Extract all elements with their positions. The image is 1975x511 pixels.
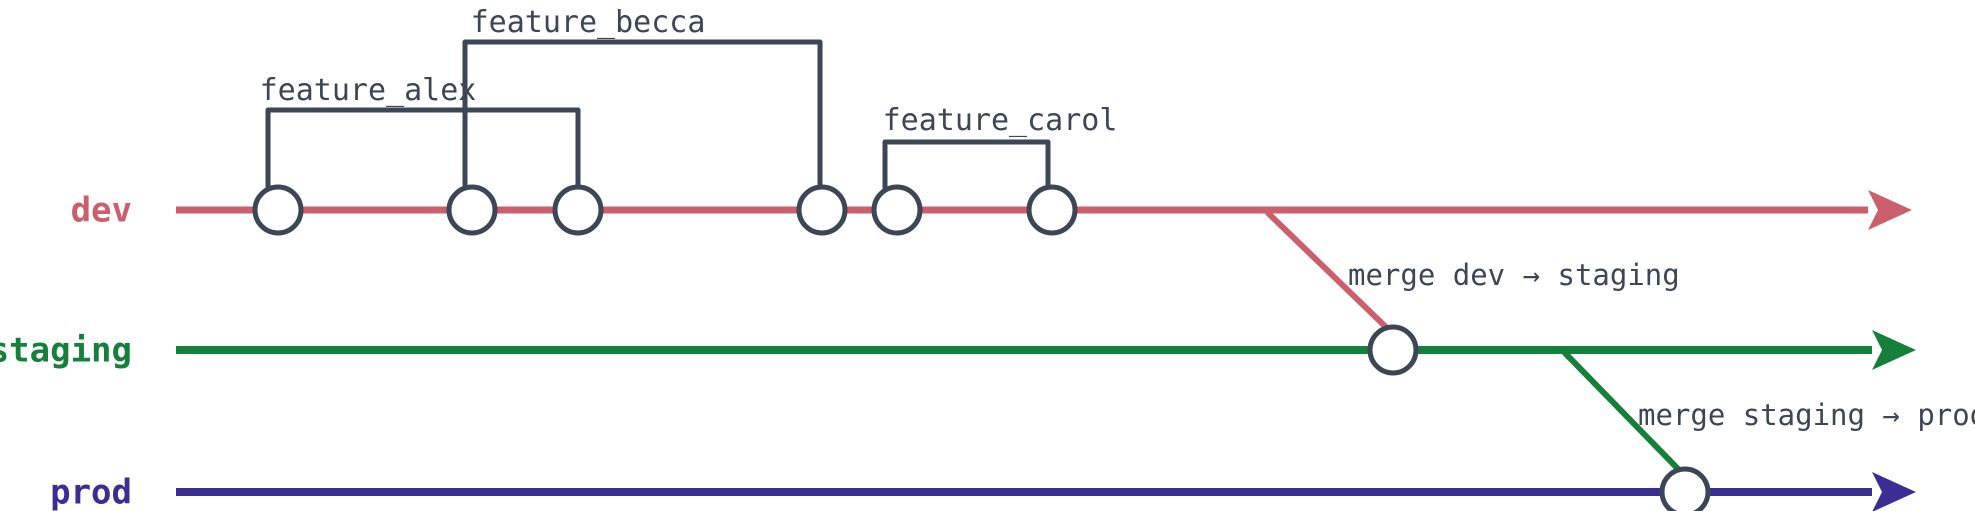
commit-node-dev-c2[interactable] bbox=[446, 184, 498, 236]
merge-edge-merge-staging-prod: merge staging → prod bbox=[1562, 350, 1975, 475]
merge-label-dev-to-staging: merge dev → staging bbox=[1348, 258, 1680, 292]
feature-label-feature_carol: feature_carol bbox=[883, 103, 1118, 138]
commit-node-dev-c6[interactable] bbox=[1026, 184, 1078, 236]
branch-label-prod: prod bbox=[50, 473, 132, 511]
merge-line-staging-to-prod bbox=[1562, 350, 1684, 475]
branch-arrowhead-prod bbox=[1872, 472, 1916, 511]
branch-label-dev: dev bbox=[71, 191, 132, 231]
feature-label-feature_becca: feature_becca bbox=[471, 5, 706, 40]
commit-node-dev-c3[interactable] bbox=[552, 184, 604, 236]
feature-branch-feature_carol: feature_carol bbox=[882, 103, 1118, 191]
feature-branch-feature_alex: feature_alex bbox=[260, 73, 581, 191]
branch-lane-dev: dev bbox=[71, 190, 1912, 231]
feature-bracket-feature_alex bbox=[265, 107, 581, 191]
feature-label-feature_alex: feature_alex bbox=[260, 73, 477, 108]
branch-lane-staging: staging bbox=[0, 330, 1916, 371]
merge-edge-merge-dev-staging: merge dev → staging bbox=[1265, 210, 1680, 333]
branch-arrowhead-staging bbox=[1872, 330, 1916, 370]
feature-bracket-feature_carol bbox=[882, 139, 1051, 191]
branch-lane-prod: prod bbox=[50, 472, 1916, 511]
branch-label-staging: staging bbox=[0, 331, 132, 371]
feature-branch-feature_becca: feature_becca bbox=[462, 5, 823, 191]
commit-node-staging-merge[interactable] bbox=[1367, 324, 1419, 376]
commit-node-prod-merge[interactable] bbox=[1659, 466, 1711, 511]
commit-node-dev-c5[interactable] bbox=[871, 184, 923, 236]
merge-line-dev-to-staging bbox=[1265, 210, 1392, 333]
commit-node-dev-c4[interactable] bbox=[796, 184, 848, 236]
feature-bracket-feature_becca bbox=[462, 39, 823, 191]
merge-label-staging-to-prod: merge staging → prod bbox=[1638, 398, 1975, 432]
branch-arrowhead-dev bbox=[1868, 190, 1912, 230]
commit-node-dev-c1[interactable] bbox=[252, 184, 304, 236]
